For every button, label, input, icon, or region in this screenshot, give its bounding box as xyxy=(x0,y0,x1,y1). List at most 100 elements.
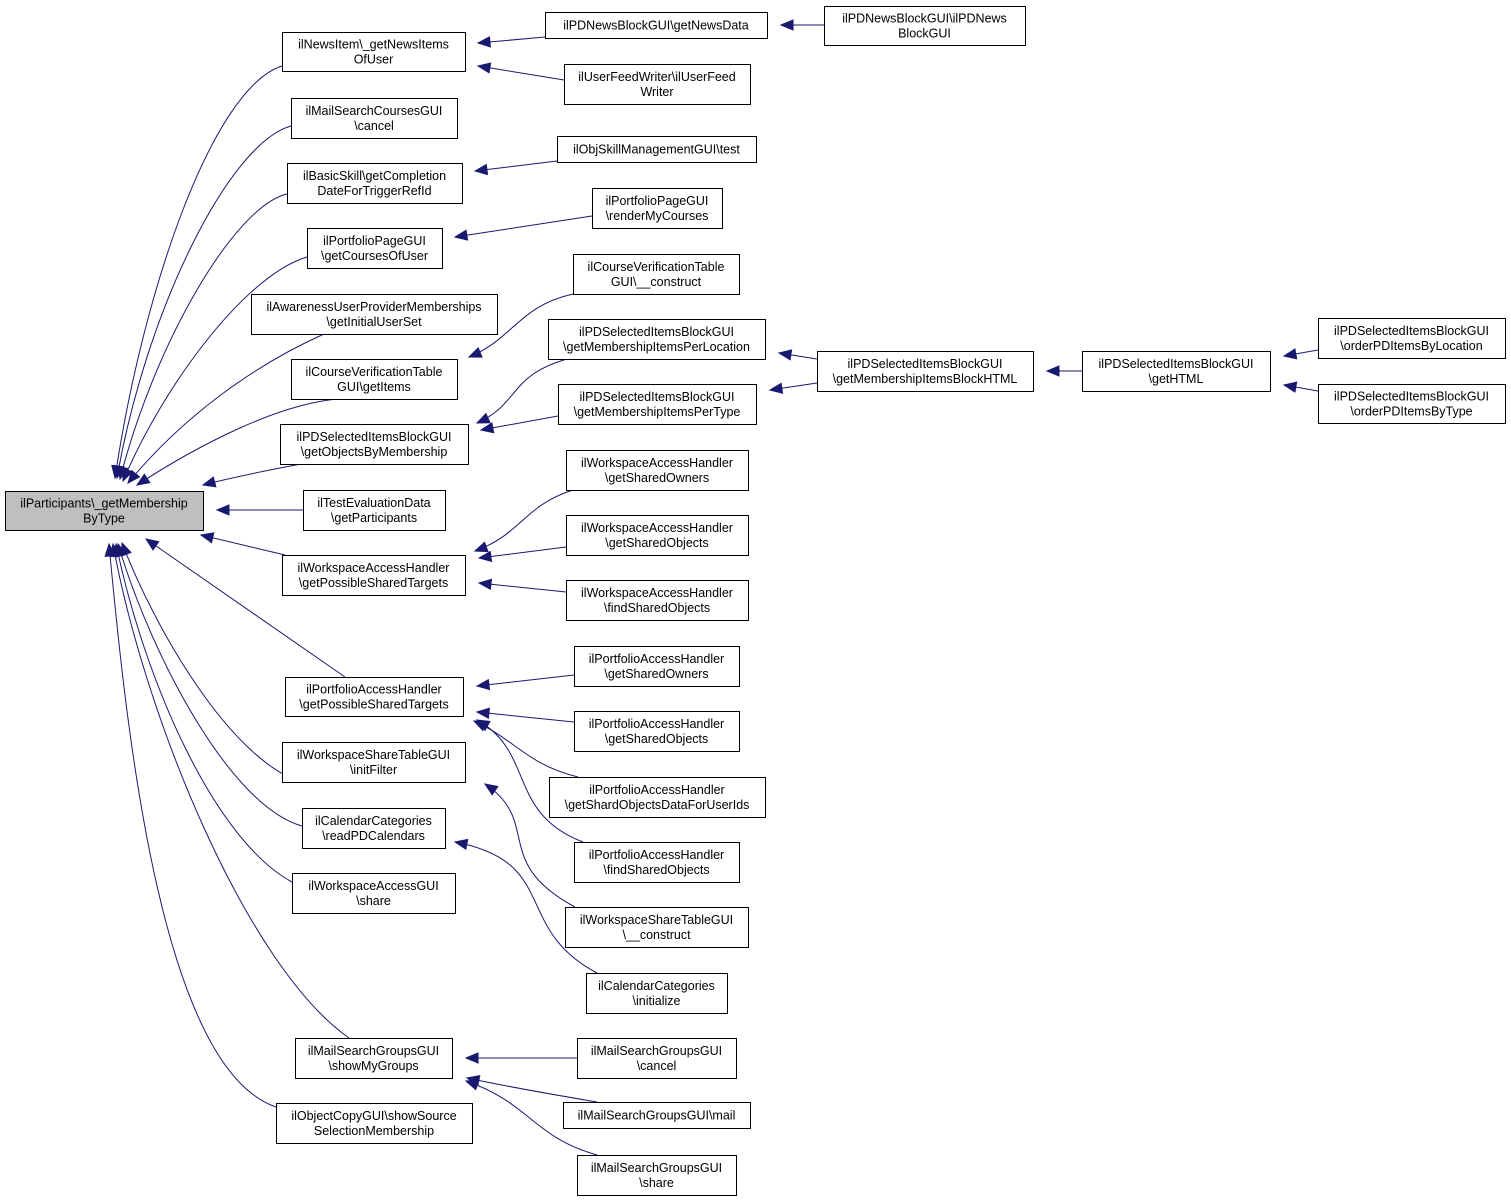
node-label-line: \showMyGroups xyxy=(328,1059,418,1073)
graph-node-pdselected-ordertype[interactable]: ilPDSelectedItemsBlockGUI\orderPDItemsBy… xyxy=(1318,384,1506,424)
edge-n_wsaccess_targets-to-root xyxy=(199,532,286,556)
graph-node-wsaccess-owners[interactable]: ilWorkspaceAccessHandler\getSharedOwners xyxy=(566,450,749,491)
graph-node-pdselected-blockhtml[interactable]: ilPDSelectedItemsBlockGUI\getMembershipI… xyxy=(817,351,1034,392)
edge-n_pdselected_gethtml-to-n_pdselected_blockhtml xyxy=(1045,365,1082,377)
graph-node-pdnews-getdata[interactable]: ilPDNewsBlockGUI\getNewsData xyxy=(545,12,768,39)
node-box xyxy=(307,228,443,269)
graph-node-mailgroups-share[interactable]: ilMailSearchGroupsGUI\share xyxy=(577,1155,737,1196)
arrowhead xyxy=(479,422,495,434)
graph-node-pdselected-orderloc[interactable]: ilPDSelectedItemsBlockGUI\orderPDItemsBy… xyxy=(1318,318,1506,359)
node-box xyxy=(291,98,458,139)
graph-node-mailgroups-show[interactable]: ilMailSearchGroupsGUI\showMyGroups xyxy=(295,1038,453,1079)
graph-node-wssharetable-ctor[interactable]: ilWorkspaceShareTableGUI\__construct xyxy=(565,907,749,948)
edge-n_courseverif_ctor-to-n_courseverif_items xyxy=(467,293,574,358)
node-label-line: ilPDSelectedItemsBlockGUI xyxy=(1334,390,1489,404)
graph-node-objcopy[interactable]: ilObjectCopyGUI\showSourceSelectionMembe… xyxy=(276,1103,473,1144)
edge-line xyxy=(112,543,350,1039)
edge-line xyxy=(114,65,283,479)
node-label-line: \getShardObjectsDataForUserIds xyxy=(565,798,750,812)
node-box xyxy=(1318,384,1506,424)
arrowhead xyxy=(483,783,499,796)
edge-line xyxy=(116,125,292,479)
node-box xyxy=(557,136,757,163)
node-label-line: \renderMyCourses xyxy=(606,209,709,223)
graph-node-wsaccess-find[interactable]: ilWorkspaceAccessHandler\findSharedObjec… xyxy=(566,580,749,621)
graph-node-portaccess-find[interactable]: ilPortfolioAccessHandler\findSharedObjec… xyxy=(574,842,740,883)
edge-line xyxy=(122,256,308,482)
arrowhead xyxy=(476,62,492,74)
edge-line xyxy=(465,1080,598,1156)
arrowhead xyxy=(215,504,230,516)
node-label-line: ilWorkspaceAccessHandler xyxy=(581,456,733,470)
graph-node-pdselected-perloc[interactable]: ilPDSelectedItemsBlockGUI\getMembershipI… xyxy=(548,319,766,360)
graph-node-portaccess-owners[interactable]: ilPortfolioAccessHandler\getSharedOwners xyxy=(574,646,740,687)
edge-n_mailgroups_cancel-to-n_mailgroups_show xyxy=(464,1052,577,1064)
graph-node-awareness[interactable]: ilAwarenessUserProviderMemberships\getIn… xyxy=(251,294,498,335)
graph-node-pdselected-pertype[interactable]: ilPDSelectedItemsBlockGUI\getMembershipI… xyxy=(558,384,757,425)
edge-line xyxy=(478,546,567,559)
edge-line xyxy=(476,711,575,723)
graph-node-objskill-test[interactable]: ilObjSkillManagementGUI\test xyxy=(557,136,757,163)
edge-n_portaccess_owners-to-n_portaccess_targets xyxy=(475,674,575,691)
graph-node-userfeed[interactable]: ilUserFeedWriter\ilUserFeedWriter xyxy=(564,64,751,105)
arrowhead xyxy=(473,163,489,176)
node-label-line: ilParticipants\_getMembership xyxy=(20,497,187,511)
graph-node-mailsearchcourses[interactable]: ilMailSearchCoursesGUI\cancel xyxy=(291,98,458,139)
node-box xyxy=(592,188,723,229)
node-box xyxy=(563,1102,751,1129)
graph-node-calcat-read[interactable]: ilCalendarCategories\readPDCalendars xyxy=(302,808,446,849)
arrowhead xyxy=(453,229,469,241)
edge-line xyxy=(474,160,558,172)
node-label-line: \getSharedObjects xyxy=(605,536,709,550)
edge-n_testeval-to-root xyxy=(215,504,303,516)
edge-n_pdselected_ordertype-to-n_pdselected_gethtml xyxy=(1282,381,1319,393)
graph-node-portaccess-shard[interactable]: ilPortfolioAccessHandler\getShardObjects… xyxy=(549,777,766,818)
node-label-line: Writer xyxy=(640,85,673,99)
graph-node-mailgroups-mail[interactable]: ilMailSearchGroupsGUI\mail xyxy=(563,1102,751,1129)
graph-node-wsaccessgui-share[interactable]: ilWorkspaceAccessGUI\share xyxy=(292,873,456,914)
graph-node-pdnews-ctor[interactable]: ilPDNewsBlockGUI\ilPDNewsBlockGUI xyxy=(824,6,1026,46)
graph-node-calcat-init[interactable]: ilCalendarCategories\initialize xyxy=(586,973,728,1014)
edge-line xyxy=(466,1077,598,1103)
graph-node-wsaccess-objects[interactable]: ilWorkspaceAccessHandler\getSharedObject… xyxy=(566,515,749,556)
arrowhead xyxy=(475,719,491,732)
graph-node-portaccess-targets[interactable]: ilPortfolioAccessHandler\getPossibleShar… xyxy=(285,677,464,717)
graph-node-portaccess-objects[interactable]: ilPortfolioAccessHandler\getSharedObject… xyxy=(574,711,740,752)
node-box xyxy=(566,450,749,491)
graph-node-pdselected-gethtml[interactable]: ilPDSelectedItemsBlockGUI\getHTML xyxy=(1082,351,1271,392)
graph-node-portfoliopage[interactable]: ilPortfolioPageGUI\getCoursesOfUser xyxy=(307,228,443,269)
node-box xyxy=(565,907,749,948)
node-label-line: \cancel xyxy=(637,1059,677,1073)
node-label-line: \getObjectsByMembership xyxy=(301,445,448,459)
node-label-line: ByType xyxy=(83,512,125,526)
graph-node-wssharetable-filter[interactable]: ilWorkspaceShareTableGUI\initFilter xyxy=(282,742,466,783)
graph-node-pdselected-objects[interactable]: ilPDSelectedItemsBlockGUI\getObjectsByMe… xyxy=(280,424,469,465)
edge-n_wsaccess_objects-to-n_wsaccess_targets xyxy=(477,546,567,563)
node-box xyxy=(276,1103,473,1144)
arrowhead xyxy=(201,476,217,488)
node-label-line: ilMailSearchCoursesGUI xyxy=(306,104,443,118)
node-label-line: ilPDSelectedItemsBlockGUI xyxy=(848,357,1003,371)
arrowhead xyxy=(475,707,491,720)
node-label-line: ilPDSelectedItemsBlockGUI xyxy=(579,325,734,339)
graph-node-portfoliopage-render[interactable]: ilPortfolioPageGUI\renderMyCourses xyxy=(592,188,723,229)
graph-node-basicskill[interactable]: ilBasicSkill\getCompletionDateForTrigger… xyxy=(287,163,463,204)
graph-node-mailgroups-cancel[interactable]: ilMailSearchGroupsGUI\cancel xyxy=(577,1038,737,1079)
node-label-line: ilPDSelectedItemsBlockGUI xyxy=(1334,324,1489,338)
node-box xyxy=(574,711,740,752)
node-label-line: ilPortfolioAccessHandler xyxy=(306,683,441,697)
node-box xyxy=(282,555,466,596)
graph-node-testeval[interactable]: ilTestEvaluationData\getParticipants xyxy=(303,490,446,531)
edge-n_wssharetable_filter-to-root xyxy=(121,541,302,783)
node-label-line: ilWorkspaceShareTableGUI xyxy=(297,748,450,762)
node-label-line: \cancel xyxy=(354,119,394,133)
edge-line xyxy=(115,543,293,883)
graph-node-wsaccess-targets[interactable]: ilWorkspaceAccessHandler\getPossibleShar… xyxy=(282,555,466,596)
edge-line xyxy=(468,293,574,358)
node-label-line: ilPortfolioAccessHandler xyxy=(589,652,724,666)
edge-n_portaccess_targets-to-root xyxy=(144,538,346,678)
